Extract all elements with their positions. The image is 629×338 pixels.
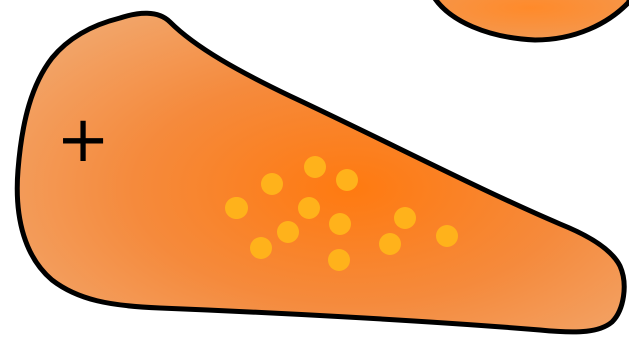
granule [225, 197, 247, 219]
granule [336, 169, 358, 191]
granule [261, 173, 283, 195]
granule [328, 249, 350, 271]
granule [436, 225, 458, 247]
granule [394, 207, 416, 229]
granule [250, 237, 272, 259]
plus-sign-icon: + [56, 103, 110, 177]
granule [298, 197, 320, 219]
granule [329, 213, 351, 235]
granule [277, 221, 299, 243]
granule [379, 233, 401, 255]
granule [304, 156, 326, 178]
neighbor-cell-partial [432, 0, 629, 40]
